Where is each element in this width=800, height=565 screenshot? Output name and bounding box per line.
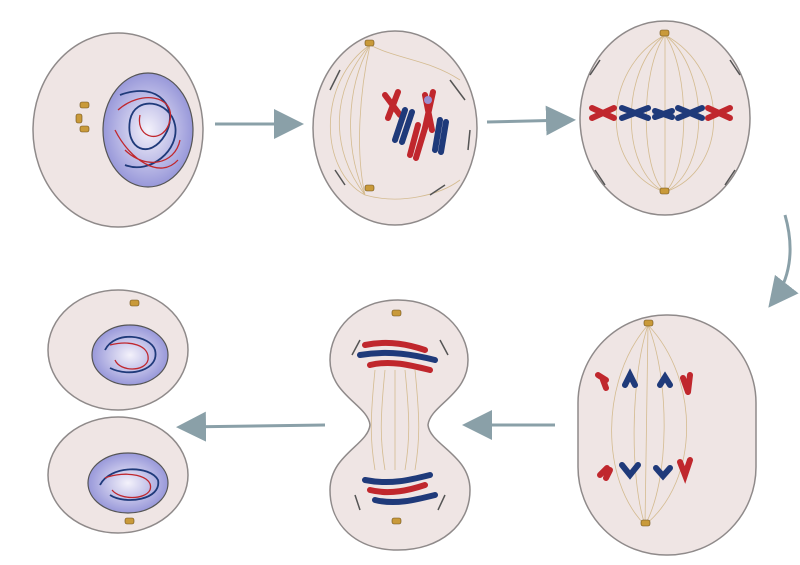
daughter-cell-bottom [47,416,189,534]
centrosome-icon [75,101,90,133]
cell-prophase [312,30,478,226]
cell-telophase [329,299,471,551]
cell-interphase [32,32,204,228]
cell-anaphase [577,314,757,556]
nucleus [102,72,194,188]
chromosomes [382,89,449,161]
cell-metaphase [579,20,751,216]
arrow-icon [176,411,326,442]
daughter-cell-top [47,289,189,411]
arrow-icon [768,214,799,308]
arrow-icon [486,105,576,136]
